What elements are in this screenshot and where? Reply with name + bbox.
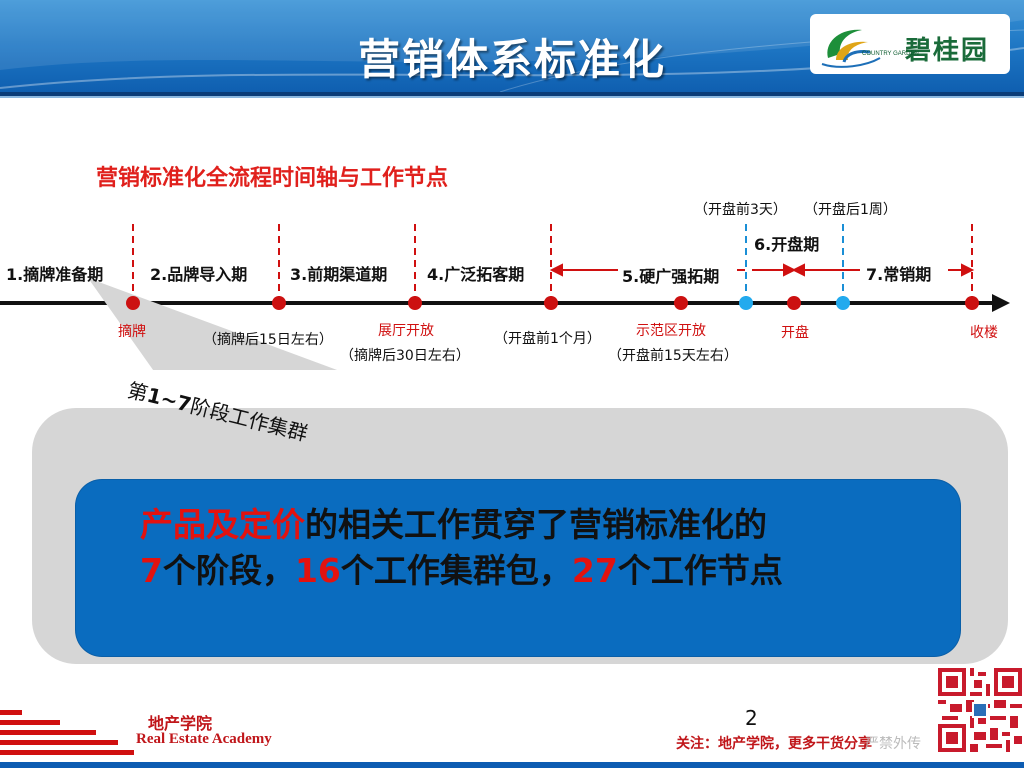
callout-number: 7 (140, 551, 163, 590)
stage-label-5: 5.硬广强拓期 (622, 267, 720, 286)
callout-text: 个工作集群包， (340, 551, 572, 590)
range-arrow-head (549, 263, 563, 277)
milestone-label: 开盘 (781, 325, 809, 341)
time-note: （开盘前15天左右） (608, 348, 738, 364)
milestone-label: 摘牌 (118, 324, 146, 340)
academy-name-cn: 地产学院 (148, 714, 213, 733)
section-subtitle: 营销标准化全流程时间轴与工作节点 (96, 166, 449, 191)
time-note: （开盘前1个月） (494, 331, 601, 347)
milestone-dots (126, 296, 979, 310)
follow-text: 关注：地产学院，更多干货分享 (676, 736, 872, 752)
milestone-dot (126, 296, 140, 310)
callout-highlight: 产品及定价 (140, 505, 305, 544)
footer-bar (0, 762, 1024, 768)
callout-line-2: 7个阶段，16个工作集群包，27个工作节点 (140, 544, 783, 592)
milestone-dot (965, 296, 979, 310)
callout-pointer (88, 278, 338, 370)
time-note: （摘牌后30日左右） (340, 348, 470, 364)
logo-emblem-icon (821, 29, 881, 68)
logo-text: 碧桂园 (905, 36, 990, 66)
time-note: （开盘前3天） (694, 202, 787, 218)
academy-name-en: Real Estate Academy (136, 731, 272, 747)
milestone-dot (674, 296, 688, 310)
stage-label-7: 7.常销期 (866, 265, 932, 284)
callout-text: 个阶段， (162, 551, 295, 590)
footer-stripes-decoration (0, 710, 134, 755)
time-note: （摘牌后15日左右） (203, 332, 333, 348)
stage-separators (132, 224, 973, 300)
stage-label-4: 4.广泛拓客期 (427, 265, 525, 284)
range-arrow-head (783, 263, 797, 277)
callout-text: 的相关工作贯穿了营销标准化的 (305, 505, 767, 544)
callout-line-1: 产品及定价的相关工作贯穿了营销标准化的 (140, 498, 767, 546)
milestone-label: 示范区开放 (636, 323, 706, 339)
header-divider (0, 92, 1024, 96)
range-arrow-head (791, 263, 805, 277)
milestone-dot (408, 296, 422, 310)
milestone-dot (544, 296, 558, 310)
stage-label-1: 1.摘牌准备期 (6, 265, 104, 284)
qr-code-icon (938, 668, 1022, 752)
callout-number: 16 (294, 551, 341, 590)
stage-label-2: 2.品牌导入期 (150, 265, 248, 284)
milestone-label: 收楼 (970, 325, 998, 341)
callout-number: 27 (571, 551, 618, 590)
milestone-dot (787, 296, 801, 310)
stage-label-3: 3.前期渠道期 (290, 265, 388, 284)
header-divider-light (0, 96, 1024, 98)
page-number: 2 (745, 706, 758, 730)
timeline-graphic (0, 224, 1010, 370)
milestone-dot (272, 296, 286, 310)
callout-blue-panel (76, 480, 960, 656)
milestone-label: 展厅开放 (378, 323, 434, 339)
milestone-dot-cyan (836, 296, 850, 310)
logo-subtext: COUNTRY GARDEN (862, 51, 919, 57)
range-arrow-head (961, 263, 975, 277)
callout-text: 个工作节点 (617, 551, 783, 590)
stage-label-6: 6.开盘期 (754, 235, 820, 254)
page-title: 营销体系标准化 (357, 35, 666, 84)
time-note: （开盘后1周） (804, 202, 897, 218)
logo-panel (810, 14, 1010, 74)
milestone-dot-cyan (739, 296, 753, 310)
watermark-text: 严禁外传 (865, 736, 921, 752)
timeline-arrowhead (992, 294, 1010, 312)
